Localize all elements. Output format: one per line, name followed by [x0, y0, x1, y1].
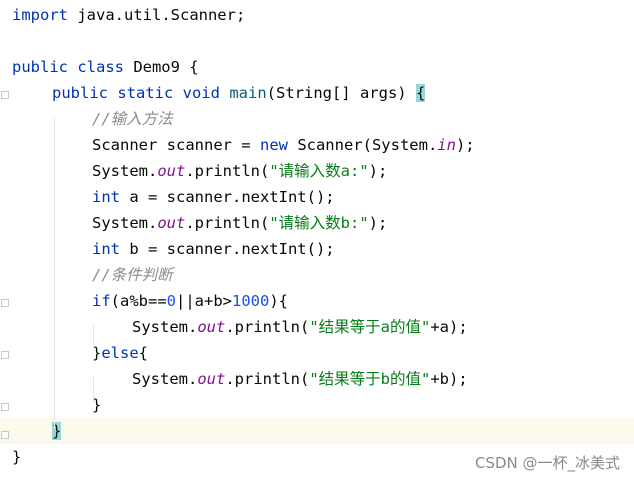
code-token: Scanner scanner =	[92, 136, 260, 154]
code-line-text: }	[52, 418, 62, 444]
code-token: java.util.Scanner;	[68, 6, 246, 24]
code-token: System.	[92, 162, 158, 180]
code-token: System.	[92, 214, 158, 232]
code-line[interactable]: import java.util.Scanner;	[0, 2, 634, 28]
fold-marker-icon[interactable]	[1, 431, 9, 439]
code-line[interactable]: int b = scanner.nextInt();	[0, 236, 634, 262]
code-token: out	[197, 318, 226, 336]
code-token: int	[92, 188, 120, 206]
code-line[interactable]: Scanner scanner = new Scanner(System.in)…	[0, 132, 634, 158]
code-token: 0	[166, 292, 177, 310]
code-token: if	[92, 292, 111, 310]
code-token: out	[197, 370, 226, 388]
fold-marker-icon[interactable]	[1, 351, 9, 359]
code-line[interactable]: //输入方法	[0, 106, 634, 132]
code-line-text: }	[92, 392, 101, 418]
code-line-text: System.out.println("结果等于a的值"+a);	[132, 314, 468, 340]
indent-guide	[54, 117, 55, 429]
code-token: );	[455, 136, 475, 154]
code-line[interactable]: }	[0, 392, 634, 418]
code-token: "结果等于a的值"	[309, 318, 431, 336]
code-token: else	[101, 344, 139, 362]
code-line[interactable]	[0, 28, 634, 54]
code-line-text: Scanner scanner = new Scanner(System.in)…	[92, 132, 475, 158]
code-token: .println(	[185, 162, 270, 180]
code-token: .println(	[225, 370, 310, 388]
indent-guide	[93, 377, 94, 403]
code-line[interactable]: }else{	[0, 340, 634, 366]
code-line-text: int a = scanner.nextInt();	[92, 184, 335, 210]
code-line[interactable]: if(a%b==0||a+b>1000){	[0, 288, 634, 314]
code-line[interactable]: //条件判断	[0, 262, 634, 288]
code-token: new	[259, 136, 288, 154]
code-line[interactable]: System.out.println("结果等于b的值"+b);	[0, 366, 634, 392]
code-token: //输入方法	[92, 110, 173, 128]
code-token: main	[229, 84, 267, 102]
code-token: }	[92, 396, 102, 414]
code-line-text: public class Demo9 {	[12, 54, 199, 80]
code-token: {	[138, 344, 149, 362]
code-line-text: public static void main(String[] args) {	[52, 80, 426, 106]
fold-marker-icon[interactable]	[1, 403, 9, 411]
code-token: +b);	[430, 370, 468, 388]
code-line-text: System.out.println("结果等于b的值"+b);	[132, 366, 468, 392]
code-line[interactable]: System.out.println("请输入数a:");	[0, 158, 634, 184]
code-token: Demo9 {	[123, 58, 199, 76]
code-token: in	[437, 136, 456, 154]
code-token: }	[52, 422, 62, 440]
code-line[interactable]: }	[0, 444, 634, 470]
watermark: CSDN @一杯_冰美式	[474, 454, 620, 472]
code-line[interactable]: public class Demo9 {	[0, 54, 634, 80]
code-line-text: import java.util.Scanner;	[12, 2, 245, 28]
code-token: ){	[269, 292, 289, 310]
code-token: import	[12, 6, 68, 24]
code-token: b = scanner.nextInt();	[120, 240, 335, 258]
code-token: +a);	[430, 318, 468, 336]
code-token: "结果等于b的值"	[309, 370, 431, 388]
code-token: (String[] args)	[266, 84, 416, 102]
code-line-text: int b = scanner.nextInt();	[92, 236, 335, 262]
code-token: );	[368, 162, 388, 180]
code-line[interactable]: public static void main(String[] args) {	[0, 80, 634, 106]
code-token: );	[368, 214, 388, 232]
code-line-text: }else{	[92, 340, 148, 366]
code-token: int	[92, 240, 120, 258]
code-token: System.	[132, 370, 198, 388]
code-token: }	[92, 344, 102, 362]
code-token: out	[157, 214, 186, 232]
fold-marker-icon[interactable]	[1, 91, 9, 99]
code-line-text: System.out.println("请输入数b:");	[92, 210, 387, 236]
code-token: a = scanner.nextInt();	[120, 188, 335, 206]
code-line[interactable]: int a = scanner.nextInt();	[0, 184, 634, 210]
code-token: out	[157, 162, 186, 180]
code-token: }	[12, 448, 22, 466]
code-line-text: }	[12, 444, 21, 470]
code-token: 1000	[232, 292, 270, 310]
indent-guide	[93, 325, 94, 351]
code-line-text: //条件判断	[92, 262, 173, 288]
code-token: System.	[132, 318, 198, 336]
code-line[interactable]: System.out.println("请输入数b:");	[0, 210, 634, 236]
code-line[interactable]: }	[0, 418, 634, 444]
code-token: public class	[12, 58, 124, 76]
code-token: (a%b==	[110, 292, 167, 310]
code-token: Scanner(System.	[287, 136, 438, 154]
code-token: public static void	[52, 84, 220, 102]
code-line-text: if(a%b==0||a+b>1000){	[92, 288, 288, 314]
code-token: .println(	[185, 214, 270, 232]
code-token: //条件判断	[92, 266, 173, 284]
code-token: ||a+b>	[176, 292, 233, 310]
code-token	[220, 84, 229, 102]
code-token: "请输入数b:"	[269, 214, 369, 232]
code-token: {	[415, 84, 426, 102]
code-token: .println(	[225, 318, 310, 336]
code-line-text: System.out.println("请输入数a:");	[92, 158, 387, 184]
code-line-text: //输入方法	[92, 106, 173, 132]
code-token: "请输入数a:"	[269, 162, 369, 180]
fold-marker-icon[interactable]	[1, 299, 9, 307]
code-line[interactable]: System.out.println("结果等于a的值"+a);	[0, 314, 634, 340]
